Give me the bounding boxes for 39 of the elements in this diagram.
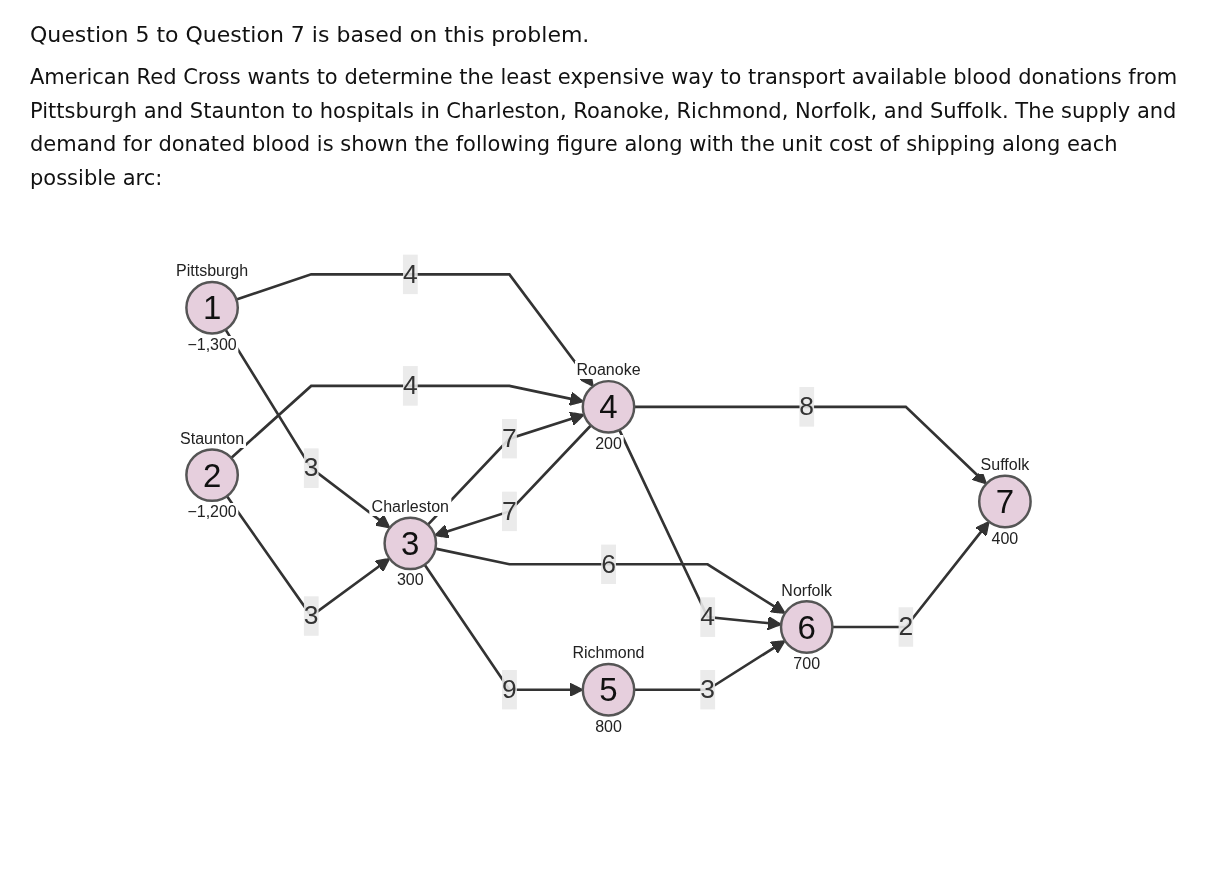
arrow (224, 329, 391, 529)
arrow (435, 547, 786, 615)
edge-label: 7 (502, 496, 517, 526)
arrow (427, 412, 585, 526)
edge-label: 2 (898, 612, 914, 641)
city-name: Staunton (178, 429, 247, 448)
edge-label: 8 (799, 392, 815, 421)
arrow (230, 385, 584, 460)
supply-demand-value: −1,200 (185, 503, 239, 522)
supply-demand-value: −1,300 (185, 335, 239, 354)
node-circle: 7 (978, 474, 1032, 529)
edge-label: 7 (502, 424, 517, 453)
arrow (434, 424, 592, 539)
edge-label: 3 (303, 601, 319, 630)
arrow (832, 521, 990, 629)
node-circle: 3 (383, 516, 438, 571)
edge-label: 3 (303, 453, 319, 482)
edge-label: 3 (700, 675, 715, 704)
edge-label: 4 (402, 259, 418, 288)
arrow (634, 405, 987, 485)
node-circle: 2 (185, 448, 239, 503)
city-name: Charleston (369, 498, 451, 517)
title: Question 5 to Question 7 is based on this problem. (30, 22, 591, 47)
edge-label: 4 (402, 371, 418, 400)
city-name: Roanoke (574, 361, 643, 380)
node-circle: 1 (185, 281, 239, 336)
city-name: Suffolk (978, 456, 1032, 475)
arrow (236, 273, 594, 388)
edge-label: 9 (502, 675, 517, 704)
city-name: Pittsburgh (174, 262, 251, 281)
node-circle: 6 (779, 600, 834, 655)
edge-label: 4 (700, 602, 715, 631)
node-circle: 4 (581, 380, 636, 435)
arrow (634, 640, 786, 692)
edge-label: 6 (601, 549, 616, 578)
problem-text: American Red Cross wants to determine the least expensive way to transport available blood donations from Pittsburgh and Staunton to hospitals in Charleston, Roanoke, Richmond, Norfolk, and Suffolk. The supply and demand for donated blood is shown the following figure along with the unit cost of shipping along each possible arc: (30, 64, 1179, 192)
arrow (423, 564, 584, 698)
arrow (618, 429, 782, 631)
node-circle: 5 (581, 663, 636, 718)
